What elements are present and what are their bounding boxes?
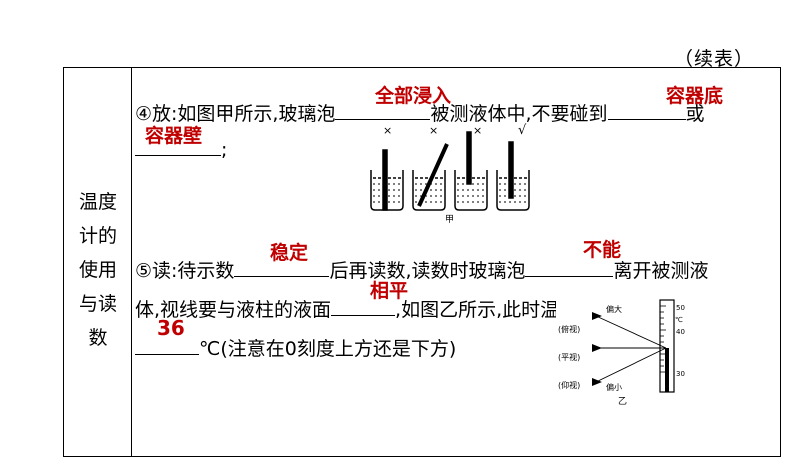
row-header-line: 计的 [78, 225, 117, 247]
eyes [592, 312, 602, 386]
answer-1: 全部浸入 [375, 85, 452, 107]
mark-3: × [473, 124, 482, 137]
beaker-1 [370, 149, 404, 211]
label-yangshi: (仰视) [558, 380, 580, 390]
celsius-unit: ℃ [675, 316, 683, 324]
svg-text:√: √ [518, 123, 527, 138]
scale-50: 50 [676, 304, 685, 312]
blank-answer-5 [525, 258, 614, 277]
thermometer: 50 40 30 ℃ [659, 299, 685, 393]
sight-lines [595, 315, 667, 383]
blank-answer-1 [335, 101, 431, 120]
scale-40: 40 [676, 328, 685, 336]
p5-line3-text: ℃(注意在0刻度上方还是下方) [199, 338, 457, 360]
mark-4: √ [518, 123, 527, 138]
p4-prefix: ④放:如图甲所示,玻璃泡 [135, 103, 336, 125]
row-header-line: 数 [88, 327, 108, 349]
svg-text:×: × [429, 124, 438, 137]
beaker-2 [412, 143, 449, 211]
beaker-3 [454, 131, 488, 211]
answer-4: 稳定 [270, 242, 309, 264]
label-fushi: (俯视) [558, 324, 580, 334]
p4-mid: 被测液体中,不要碰到 [430, 103, 608, 125]
blank-answer-6 [331, 297, 396, 316]
mark-1: × [383, 124, 392, 137]
answer-5: 不能 [583, 239, 622, 261]
p4-line1: ④放:如图甲所示,玻璃泡 被测液体中,不要碰到 或 [135, 101, 705, 126]
beaker-4 [496, 141, 530, 211]
p4-or: 或 [685, 103, 705, 125]
blank-answer-3 [135, 137, 221, 156]
label-pianxiao: 偏小 [606, 382, 622, 392]
figure-yi: 50 40 30 ℃ 偏大 (俯视) (平视) (仰视) 偏小 乙 [556, 296, 691, 408]
answer-7: 36 [157, 316, 185, 340]
p5-mid1: 后再读数,读数时玻璃泡 [329, 260, 526, 282]
row-header-line: 使用 [78, 259, 117, 281]
p5-line3: ℃(注意在0刻度上方还是下方) [135, 336, 456, 361]
answer-6: 相平 [370, 280, 409, 302]
blank-answer-4 [234, 258, 330, 277]
blank-answer-2 [607, 101, 686, 120]
svg-text:×: × [473, 124, 482, 137]
p5-line2a: 体,视线要与液柱的液面 [135, 299, 332, 321]
p5-line1: ⑤读:待示数 后再读数,读数时玻璃泡 离开被测液 [135, 258, 709, 283]
p4-line2: ; [135, 137, 227, 162]
scale-30: 30 [676, 370, 685, 378]
svg-text:×: × [383, 124, 392, 137]
label-pianda: 偏大 [606, 304, 622, 314]
answer-2: 容器底 [666, 85, 724, 107]
figure-jia: × × × √ 甲 [370, 123, 530, 224]
row-header-line: 与读 [78, 293, 117, 315]
p4-semicolon: ; [221, 139, 228, 161]
row-header-cell: 温度 计的 使用 与读 数 [64, 68, 132, 456]
label-pingshi: (平视) [558, 352, 580, 362]
continued-table-note: （续表） [674, 48, 755, 70]
p5-end1: 离开被测液 [613, 260, 709, 282]
answer-3: 容器壁 [145, 125, 203, 147]
figure-jia-caption: 甲 [445, 214, 454, 224]
blank-answer-7 [135, 336, 199, 355]
row-header-line: 温度 [78, 191, 117, 213]
row-header-label: 温度 计的 使用 与读 数 [64, 185, 132, 355]
p5-prefix: ⑤读:待示数 [135, 260, 235, 282]
figure-yi-caption: 乙 [618, 396, 627, 407]
mark-2: × [429, 124, 438, 137]
